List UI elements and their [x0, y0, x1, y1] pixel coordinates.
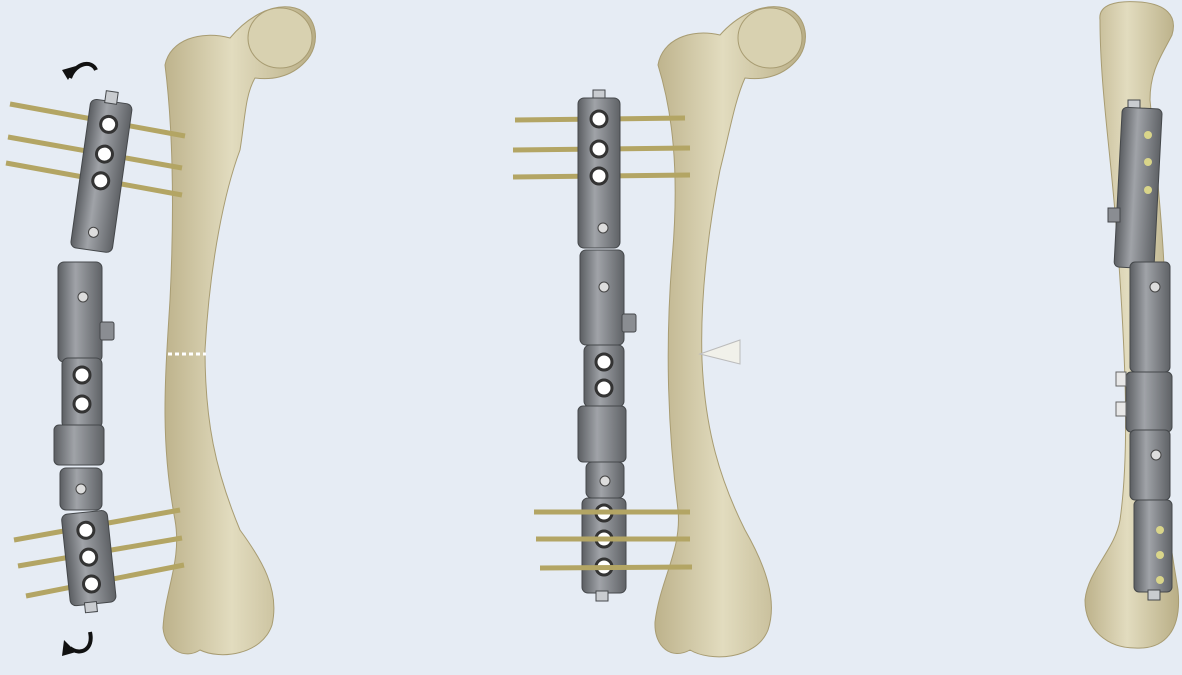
- screw-head: [591, 111, 607, 127]
- fixator-cap: [1148, 590, 1160, 600]
- fixator-hinge: [54, 425, 104, 465]
- fixator-module: [58, 262, 102, 362]
- fixator-module: [1130, 430, 1170, 500]
- screw-head: [599, 282, 609, 292]
- screw-head: [1150, 282, 1160, 292]
- screw-head: [100, 115, 118, 133]
- fixator-tab: [1116, 372, 1126, 386]
- femoral-head: [248, 8, 312, 68]
- screw-head: [1144, 131, 1152, 139]
- fixator-clamp-distal: [1134, 500, 1172, 592]
- fixator-clamp-proximal: [1114, 107, 1162, 269]
- rotation-arrow-head: [62, 640, 76, 656]
- fixator-hinge: [578, 406, 626, 462]
- fixator-knob: [100, 322, 114, 340]
- fixator-hinge: [1126, 372, 1172, 432]
- external-fixator: [70, 89, 134, 253]
- screw-head: [95, 145, 113, 163]
- fixator-clamp-distal: [61, 510, 117, 614]
- femur-bone: [163, 7, 315, 655]
- screw-head: [1144, 158, 1152, 166]
- osteotomy-wedge: [700, 340, 740, 364]
- fixator-tab: [1116, 402, 1126, 416]
- panel-pre-correction: [6, 7, 315, 656]
- screw-head: [591, 141, 607, 157]
- screw-head: [77, 521, 95, 539]
- screw-head: [83, 575, 101, 593]
- femur-bone: [655, 7, 805, 657]
- screw-head: [596, 354, 612, 370]
- screw-head: [598, 223, 608, 233]
- rotation-arrow-icon: [70, 64, 96, 78]
- fixator-knob: [1108, 208, 1120, 222]
- screw-head: [1144, 186, 1152, 194]
- screw-head: [78, 292, 88, 302]
- panel-post-correction: [513, 7, 805, 657]
- screw-head: [1156, 526, 1164, 534]
- external-fixator: [578, 90, 636, 601]
- fixator-cap: [84, 602, 97, 613]
- rotation-arrow-icon: [70, 632, 91, 651]
- screw-head: [74, 367, 90, 383]
- screw-head: [76, 484, 86, 494]
- screw-head: [80, 548, 98, 566]
- fixator-module: [580, 250, 624, 345]
- screw-head: [1151, 450, 1161, 460]
- screw-head: [596, 380, 612, 396]
- fixator-body: [54, 262, 114, 510]
- screw-head: [74, 396, 90, 412]
- screw-head: [1156, 551, 1164, 559]
- fixator-cap: [596, 591, 608, 601]
- femoral-head: [738, 8, 802, 68]
- fixator-module: [1130, 262, 1170, 372]
- fixator-cap: [105, 91, 119, 105]
- fixator-knob: [622, 314, 636, 332]
- screw-head: [600, 476, 610, 486]
- screw-head: [92, 172, 110, 190]
- panel-lateral: [1085, 2, 1179, 649]
- pin: [540, 567, 692, 568]
- screw-head: [1156, 576, 1164, 584]
- screw-head: [591, 168, 607, 184]
